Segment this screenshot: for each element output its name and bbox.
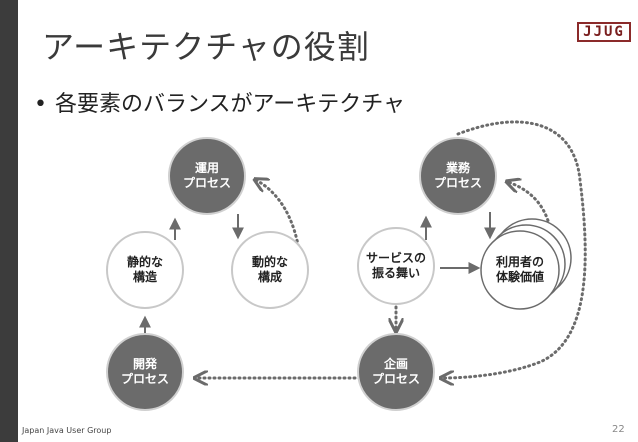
bullet-text: 各要素のバランスがアーキテクチャ bbox=[54, 92, 406, 117]
node-unyo-line2: プロセス bbox=[182, 176, 231, 190]
node-kaihatsu-line1: 開発 bbox=[132, 357, 157, 371]
node-unyo-label: 運用 プロセス bbox=[169, 156, 245, 196]
bullet-dot-icon: • bbox=[34, 92, 47, 117]
node-doteki-kosei bbox=[231, 231, 309, 309]
node-user-label: 利用者の 体験価値 bbox=[480, 250, 560, 290]
node-kaihatsu-line2: プロセス bbox=[120, 372, 169, 386]
node-user-taiken bbox=[480, 230, 560, 310]
node-kikaku-label: 企画 プロセス bbox=[358, 352, 434, 392]
node-kikaku-line2: プロセス bbox=[371, 372, 420, 386]
node-unyo-process bbox=[168, 137, 246, 215]
node-service-line1: サービスの bbox=[365, 251, 426, 265]
node-service-line2: 振る舞い bbox=[371, 266, 420, 280]
node-unyo-line1: 運用 bbox=[194, 161, 219, 175]
node-kaihatsu-process bbox=[106, 333, 184, 411]
node-user-line2: 体験価値 bbox=[495, 270, 544, 284]
node-gyomu-line1: 業務 bbox=[445, 161, 470, 175]
footer-organization: Japan Java User Group bbox=[22, 426, 112, 435]
dotted-arrow-feedback-loop bbox=[442, 120, 587, 378]
left-accent-bar bbox=[0, 0, 18, 442]
node-kikaku-line1: 企画 bbox=[383, 357, 408, 371]
node-seiteki-line2: 構造 bbox=[132, 270, 157, 284]
node-kaihatsu-label: 開発 プロセス bbox=[107, 352, 183, 392]
slide-title: アーキテクチャの役割 bbox=[42, 28, 370, 66]
jjug-logo: JJUG bbox=[577, 22, 631, 42]
node-seiteki-line1: 静的な bbox=[126, 255, 163, 269]
node-user-line1: 利用者の bbox=[495, 255, 544, 269]
node-kikaku-process bbox=[357, 333, 435, 411]
node-seiteki-label: 静的な 構造 bbox=[107, 250, 183, 290]
node-gyomu-label: 業務 プロセス bbox=[420, 156, 496, 196]
node-service-label: サービスの 振る舞い bbox=[354, 246, 438, 286]
node-gyomu-line2: プロセス bbox=[433, 176, 482, 190]
node-doteki-line2: 構成 bbox=[257, 270, 282, 284]
node-service-furumai bbox=[357, 227, 435, 305]
bullet-item: • 各要素のバランスがアーキテクチャ bbox=[34, 86, 405, 118]
node-doteki-label: 動的な 構成 bbox=[232, 250, 308, 290]
node-gyomu-process bbox=[419, 137, 497, 215]
node-seiteki-kozo bbox=[106, 231, 184, 309]
page-number: 22 bbox=[612, 424, 625, 435]
node-doteki-line1: 動的な bbox=[251, 255, 288, 269]
